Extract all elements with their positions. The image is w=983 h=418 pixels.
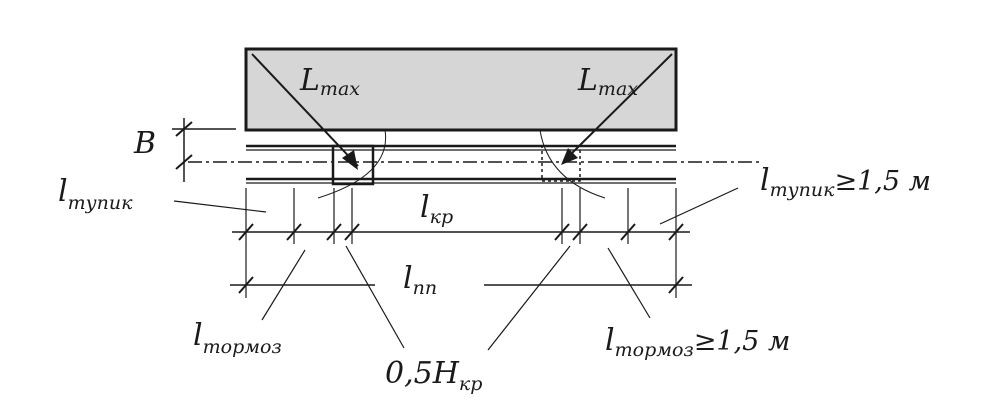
- label-half-h-kr: 0,5Hкр: [385, 356, 482, 395]
- arc-right: [539, 129, 606, 199]
- label-lmax-left: Lmax: [299, 63, 360, 100]
- leader-half-h-right: [487, 245, 571, 351]
- leader-l-tupik-right: [659, 187, 739, 225]
- leader-l-tormoz-left: [261, 249, 306, 321]
- lmax-left-arrowhead: [342, 150, 358, 170]
- lmax-left-arrow: [251, 53, 359, 167]
- arc-left: [317, 129, 387, 199]
- lmax-right-arrowhead: [561, 148, 578, 165]
- leader-l-tormoz-right: [607, 247, 651, 319]
- crane-position-right: [541, 145, 581, 182]
- load-block: [244, 47, 678, 132]
- leader-l-tupik-left: [173, 200, 267, 213]
- tick-1-7: [620, 223, 636, 241]
- tick-1-8: [668, 223, 684, 241]
- lmax-right-arrow: [564, 53, 673, 161]
- label-l-tormoz-left: lтормоз: [193, 318, 282, 358]
- tick-1-2: [286, 223, 302, 241]
- label-l-kr: lкр: [420, 190, 453, 228]
- tick-1-5: [554, 223, 570, 241]
- b-tick-top: [175, 121, 193, 137]
- label-b: B: [133, 126, 156, 161]
- tick-2-1: [238, 276, 254, 294]
- label-l-tupik-right: lтупик≥1,5 м: [760, 163, 931, 201]
- label-l-pp: lпп: [403, 261, 437, 299]
- label-lmax-right: Lmax: [577, 63, 638, 100]
- label-l-tormoz-right: lтормоз≥1,5 м: [605, 323, 790, 361]
- tick-2-2: [668, 276, 684, 294]
- tick-1-4: [344, 223, 360, 241]
- tick-1-1: [238, 223, 254, 241]
- tick-1-3: [326, 223, 342, 241]
- leader-half-h-left: [345, 245, 405, 349]
- b-tick-bottom: [175, 154, 193, 170]
- label-l-tupik-left: lтупик: [58, 174, 133, 214]
- tick-1-6: [572, 223, 588, 241]
